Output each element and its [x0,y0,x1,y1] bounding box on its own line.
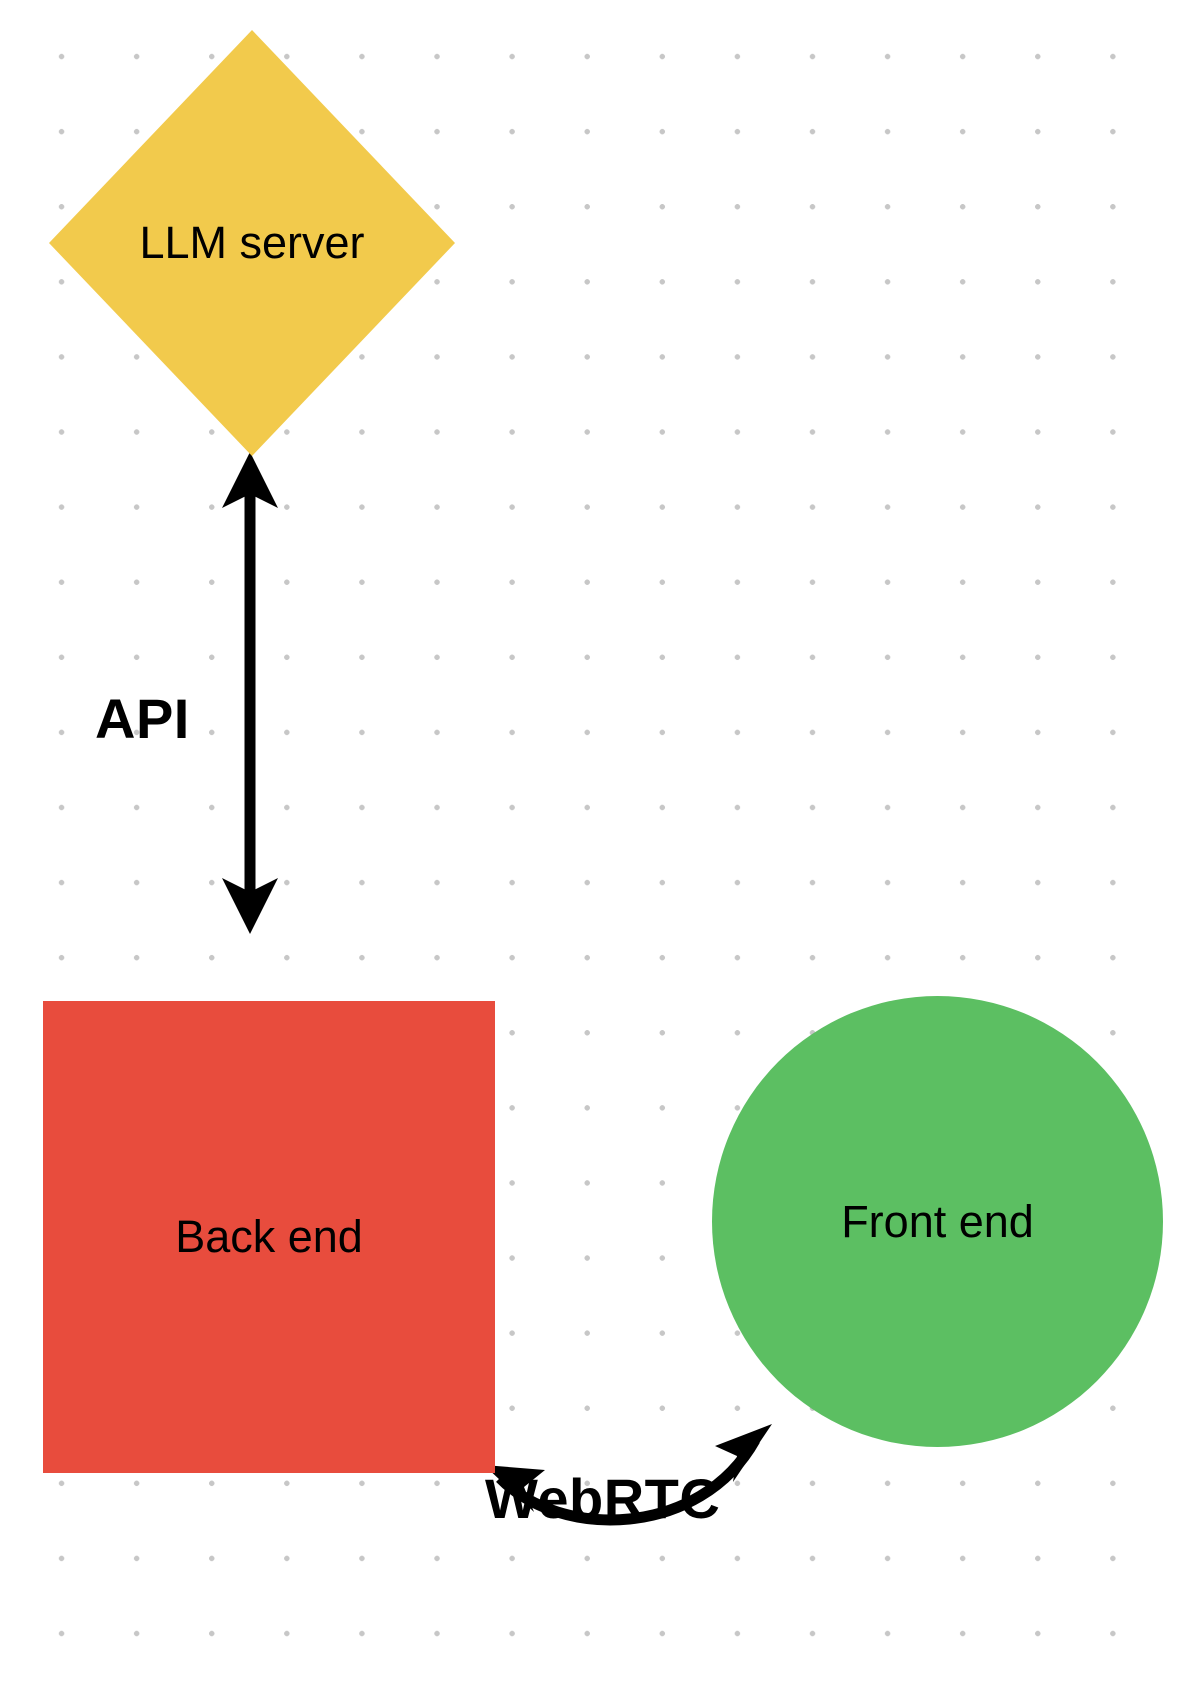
edge-label-api: API [95,687,190,750]
arrowhead-down-icon [222,878,278,934]
node-back-end[interactable]: Back end [43,1001,495,1473]
edge-label-webrtc: WebRTC [485,1467,721,1530]
diamond-shape [49,30,455,456]
arrowhead-right-icon [715,1424,772,1482]
node-front-end-label: Front end [841,1195,1034,1247]
node-back-end-label: Back end [175,1211,363,1262]
edge-api[interactable] [222,452,278,934]
arrowhead-up-icon [222,452,278,508]
node-llm-server[interactable]: LLM server [49,30,455,456]
node-front-end[interactable]: Front end [712,996,1163,1447]
